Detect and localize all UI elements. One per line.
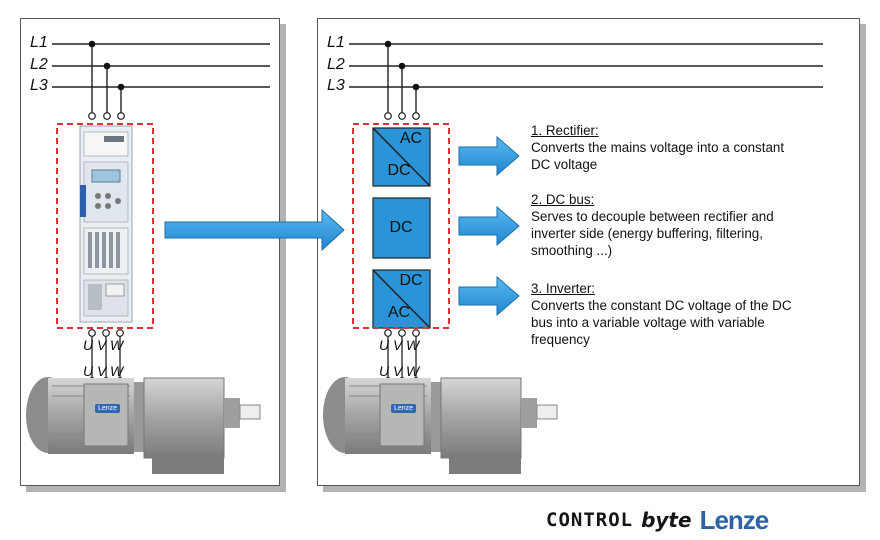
right-junction-dots: [384, 40, 420, 91]
inverter-arrow: [458, 275, 520, 317]
transition-arrow: [164, 208, 345, 252]
right-supply-lines: [349, 43, 823, 113]
right-motor-terminal-u: U: [379, 363, 389, 379]
right-phase-label-l3: L3: [327, 77, 345, 94]
left-output-wires: [91, 333, 121, 378]
left-motor-terminal-v: V: [97, 363, 106, 379]
dc-bus-line-2: inverter side (energy buffering, filteri…: [531, 226, 763, 241]
right-motor-terminal-v: V: [393, 363, 402, 379]
left-terminal-w: W: [110, 337, 123, 353]
right-motor-terminal-w: W: [406, 363, 419, 379]
right-motor-badge: Lenze: [391, 404, 417, 413]
inverter-line-3: frequency: [531, 332, 590, 347]
right-input-terminals: [384, 112, 420, 120]
dc-bus-block: [372, 197, 431, 259]
inverter-label-ac: AC: [387, 304, 411, 321]
inverter-line-1: Converts the constant DC voltage of the …: [531, 298, 792, 313]
left-motor-illustration: [26, 377, 261, 474]
right-terminal-w: W: [406, 337, 419, 353]
dc-bus-line-3: smoothing ...): [531, 243, 613, 258]
left-motor-terminal-u: U: [83, 363, 93, 379]
rectifier-description: 1. Rectifier: Converts the mains voltage…: [531, 122, 784, 173]
left-phase-label-l3: L3: [30, 77, 48, 94]
left-supply-lines: [52, 43, 270, 113]
left-terminal-v: V: [97, 337, 106, 353]
left-input-terminals: [88, 112, 125, 120]
right-terminal-u: U: [379, 337, 389, 353]
inverter-line-2: bus into a variable voltage with variabl…: [531, 315, 765, 330]
rectifier-label-dc: DC: [387, 162, 411, 179]
right-phase-label-l2: L2: [327, 56, 345, 73]
inverter-description: 3. Inverter: Converts the constant DC vo…: [531, 280, 792, 348]
dc-bus-description: 2. DC bus: Serves to decouple between re…: [531, 191, 774, 259]
rectifier-line-2: DC voltage: [531, 157, 598, 172]
left-phase-label-l1: L1: [30, 34, 48, 51]
brand-control-text: CONTROL: [546, 509, 634, 531]
rectifier-label-ac: AC: [399, 130, 423, 147]
brand-logo: CONTROL byte Lenze: [546, 504, 770, 535]
right-terminal-v: V: [393, 337, 402, 353]
left-junction-dots: [88, 40, 125, 91]
inverter-label-dc: DC: [399, 272, 423, 289]
right-output-wires: [387, 333, 417, 378]
left-motor-badge: Lenze: [95, 404, 121, 413]
rectifier-title: 1. Rectifier:: [531, 123, 599, 138]
dc-bus-line-1: Serves to decouple between rectifier and: [531, 209, 774, 224]
right-phase-label-l1: L1: [327, 34, 345, 51]
brand-byte-text: byte: [641, 508, 692, 532]
rectifier-line-1: Converts the mains voltage into a consta…: [531, 140, 785, 155]
left-phase-label-l2: L2: [30, 56, 48, 73]
inverter-diagonal: [372, 269, 431, 329]
right-motor-illustration: [323, 377, 558, 474]
dc-bus-arrow: [458, 205, 520, 247]
left-terminal-u: U: [83, 337, 93, 353]
inverter-device-illustration: [79, 125, 133, 323]
dc-bus-title: 2. DC bus:: [531, 192, 595, 207]
rectifier-diagonal: [372, 127, 431, 187]
inverter-title: 3. Inverter:: [531, 281, 596, 296]
brand-lenze-text: Lenze: [699, 504, 770, 535]
left-motor-terminal-w: W: [110, 363, 123, 379]
dc-bus-label: DC: [389, 219, 413, 236]
rectifier-arrow: [458, 135, 520, 177]
